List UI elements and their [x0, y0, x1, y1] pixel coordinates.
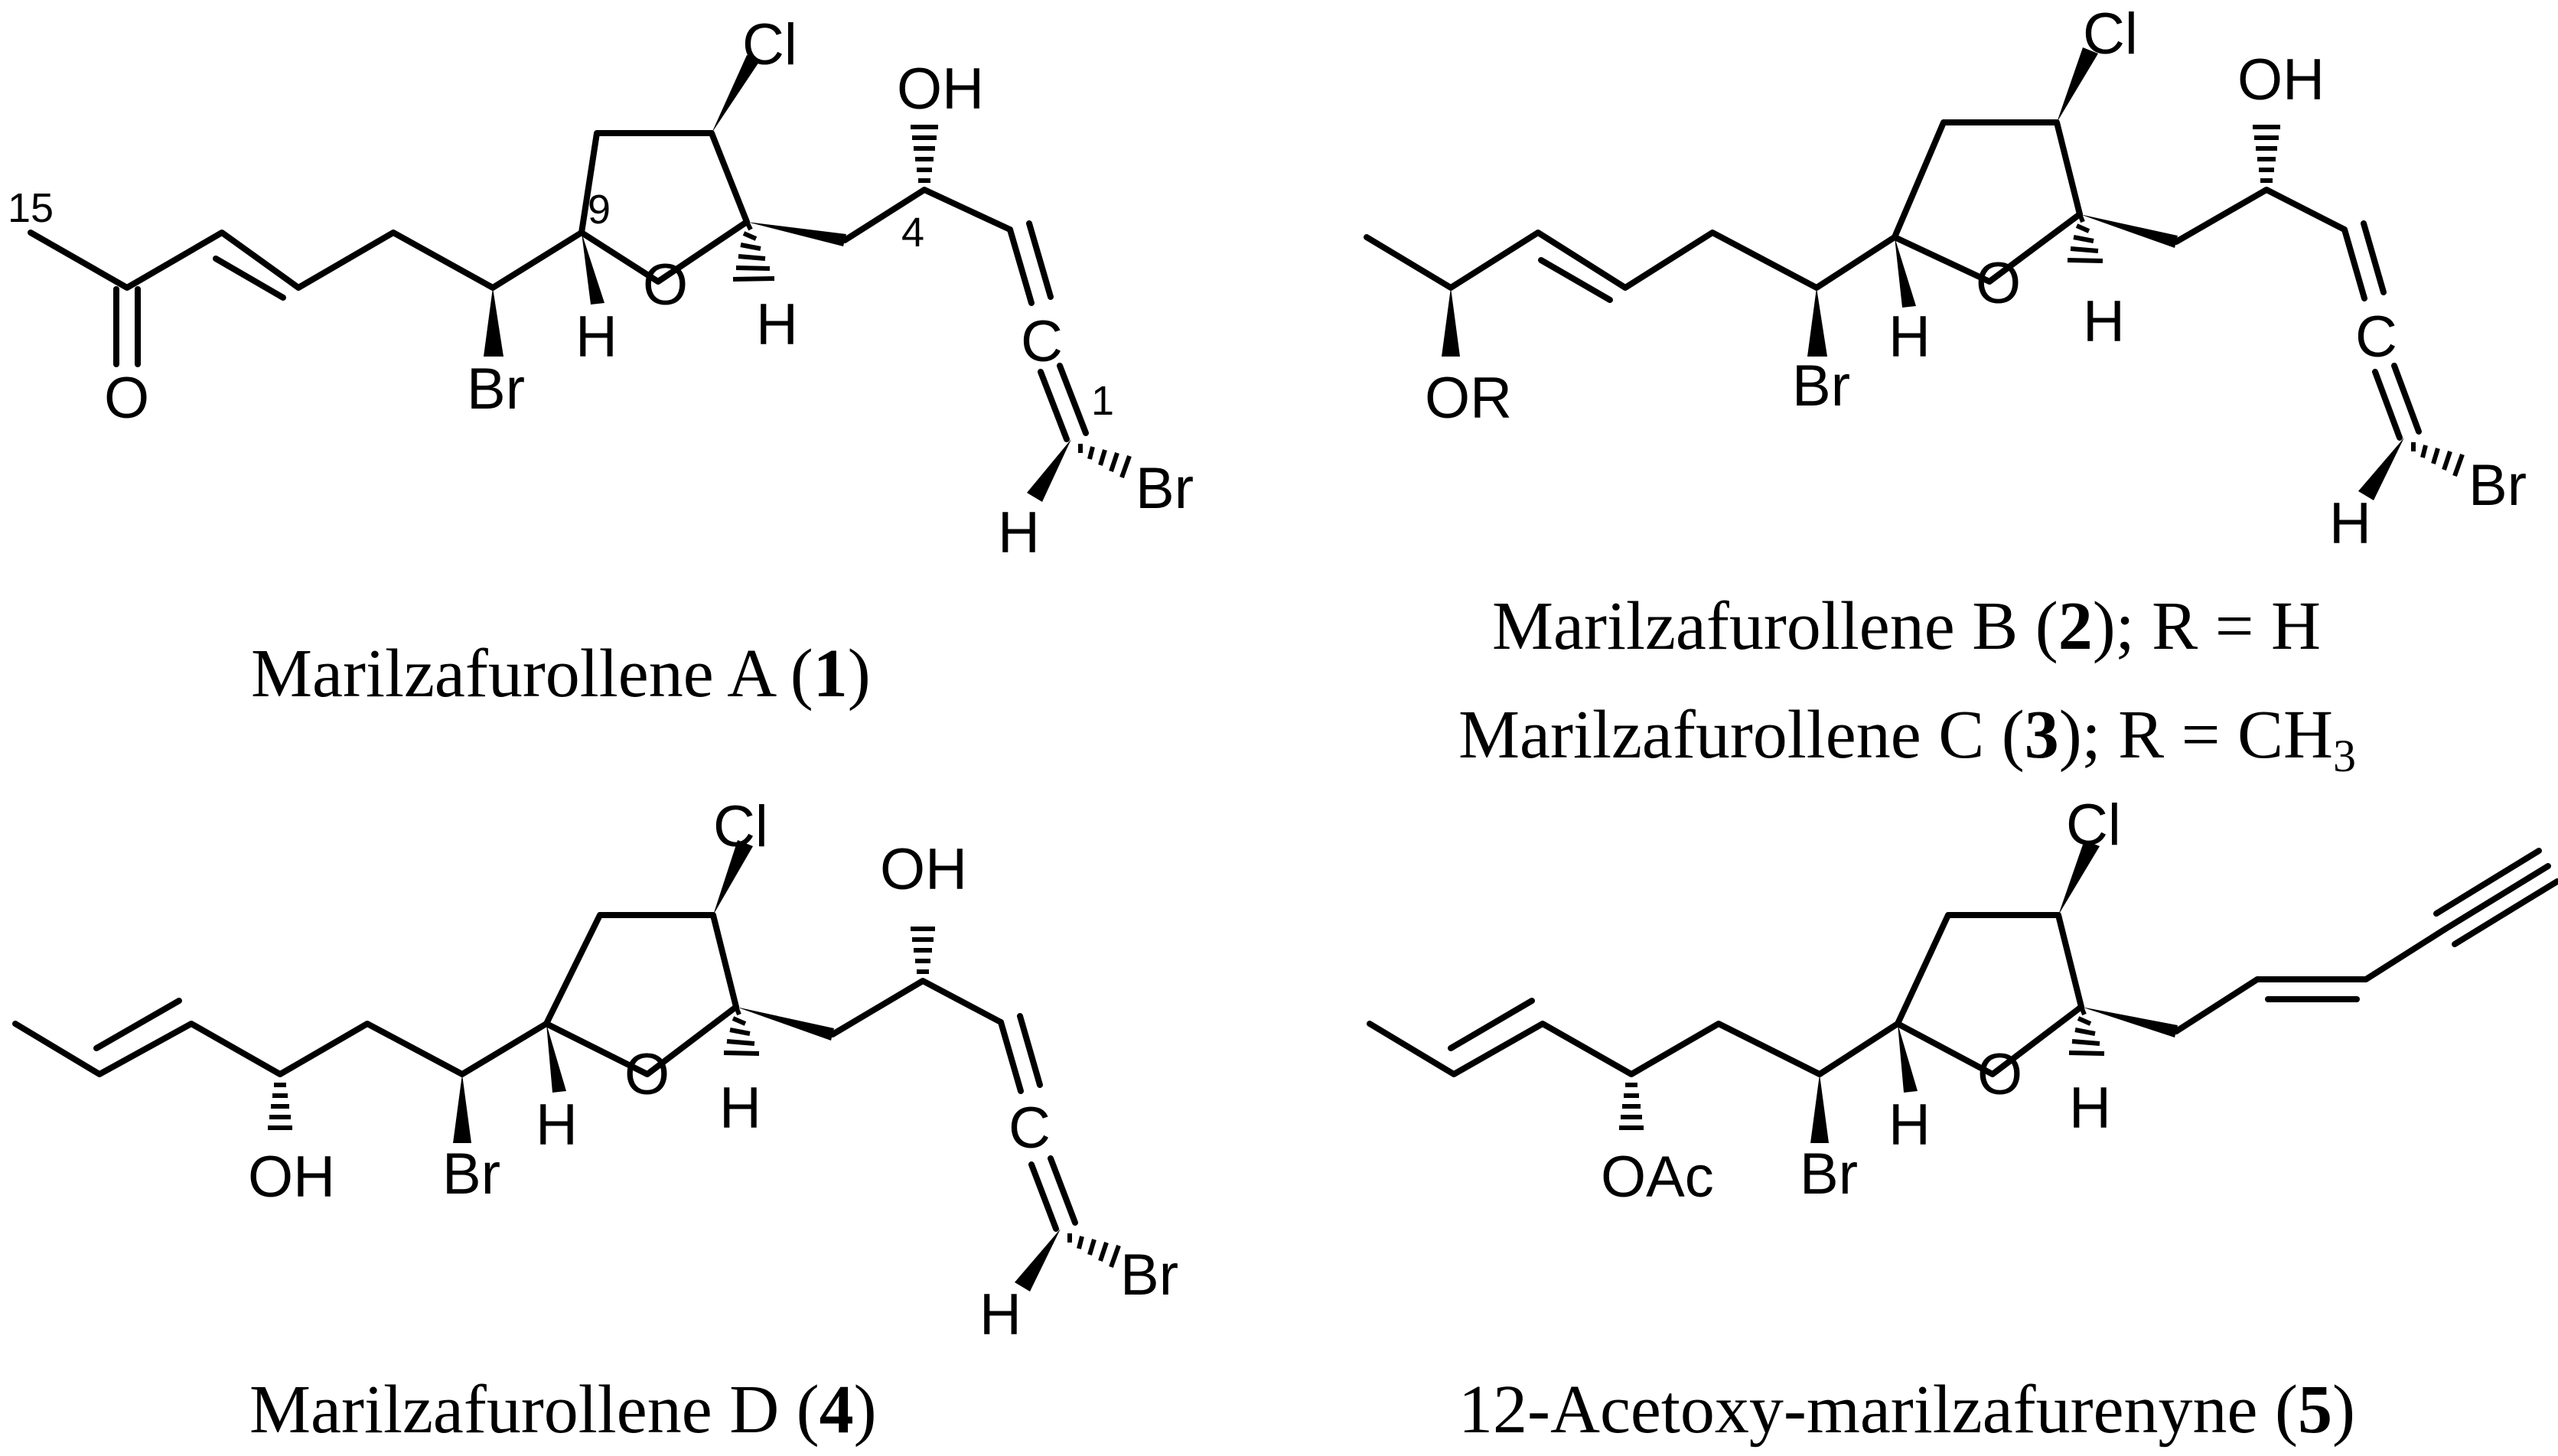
c5-br10-label: Br	[1800, 1142, 1858, 1207]
c1-br10-label: Br	[467, 357, 525, 422]
c1-oh-label: OH	[897, 57, 984, 122]
c2-or-label: OR	[1425, 366, 1512, 431]
c2-oh-label: OH	[2237, 47, 2325, 112]
caption-compound-4: Marilzafurollene D (4)	[249, 1372, 877, 1448]
c1-cl-label: Cl	[742, 12, 797, 77]
c4-h9-label: H	[536, 1093, 578, 1158]
c2-h1-label: H	[2329, 491, 2371, 556]
c4-h1-label: H	[979, 1282, 1022, 1347]
c1-h1-label: H	[998, 500, 1040, 565]
caption-compound-2: Marilzafurollene B (2); R = H	[1492, 588, 2321, 664]
c4-h6-label: H	[719, 1076, 761, 1141]
c1-ketone-o-label: O	[104, 366, 149, 431]
c2-h6-label: H	[2083, 289, 2125, 354]
c1-locant-15: 15	[8, 185, 54, 231]
c1-allene-c-label: C	[1021, 309, 1063, 374]
c2-br10-label: Br	[1792, 353, 1850, 419]
c1-locant-1: 1	[1091, 378, 1114, 424]
c4-br1-label: Br	[1120, 1243, 1178, 1308]
c1-locant-4: 4	[901, 210, 924, 256]
c5-oac-label: OAc	[1601, 1145, 1714, 1210]
compound-1-structure: Cl OH O H H Br O C H Br 15 9 4 1	[8, 12, 1194, 565]
compound-4-structure: Cl OH O H H Br OH C H Br	[12, 794, 1178, 1347]
c4-allene-c-label: C	[1009, 1096, 1051, 1161]
c4-ring-o-label: O	[624, 1042, 670, 1107]
c4-oh12-label: OH	[248, 1145, 335, 1210]
c1-h9-label: H	[575, 305, 618, 370]
c5-cl-label: Cl	[2066, 793, 2121, 858]
c5-ring-o-label: O	[1977, 1042, 2022, 1107]
c1-locant-9: 9	[588, 187, 611, 233]
c2-ring-o-label: O	[1976, 251, 2021, 316]
c4-cl-label: Cl	[713, 794, 768, 859]
c4-br10-label: Br	[442, 1142, 500, 1207]
c1-br1-label: Br	[1136, 456, 1194, 521]
caption-compound-3: Marilzafurollene C (3); R = CH3	[1458, 697, 2356, 781]
caption-compound-1: Marilzafurollene A (1)	[251, 636, 871, 712]
c2-h9-label: H	[1888, 305, 1931, 370]
caption-compound-5: 12-Acetoxy-marilzafurenyne (5)	[1458, 1372, 2355, 1448]
c1-ring-o-label: O	[643, 252, 688, 318]
compound-5-structure: Cl O H H Br OAc	[1367, 793, 2558, 1210]
compound-2-3-structure: Cl OH O H H Br OR C H Br	[1364, 2, 2527, 556]
c2-br1-label: Br	[2468, 453, 2527, 518]
c4-oh-label: OH	[880, 837, 967, 902]
c1-h6-label: H	[756, 292, 798, 357]
c2-allene-c-label: C	[2355, 305, 2397, 370]
c5-h9-label: H	[1888, 1093, 1931, 1158]
c5-h6-label: H	[2069, 1076, 2111, 1141]
c2-cl-label: Cl	[2083, 2, 2138, 67]
